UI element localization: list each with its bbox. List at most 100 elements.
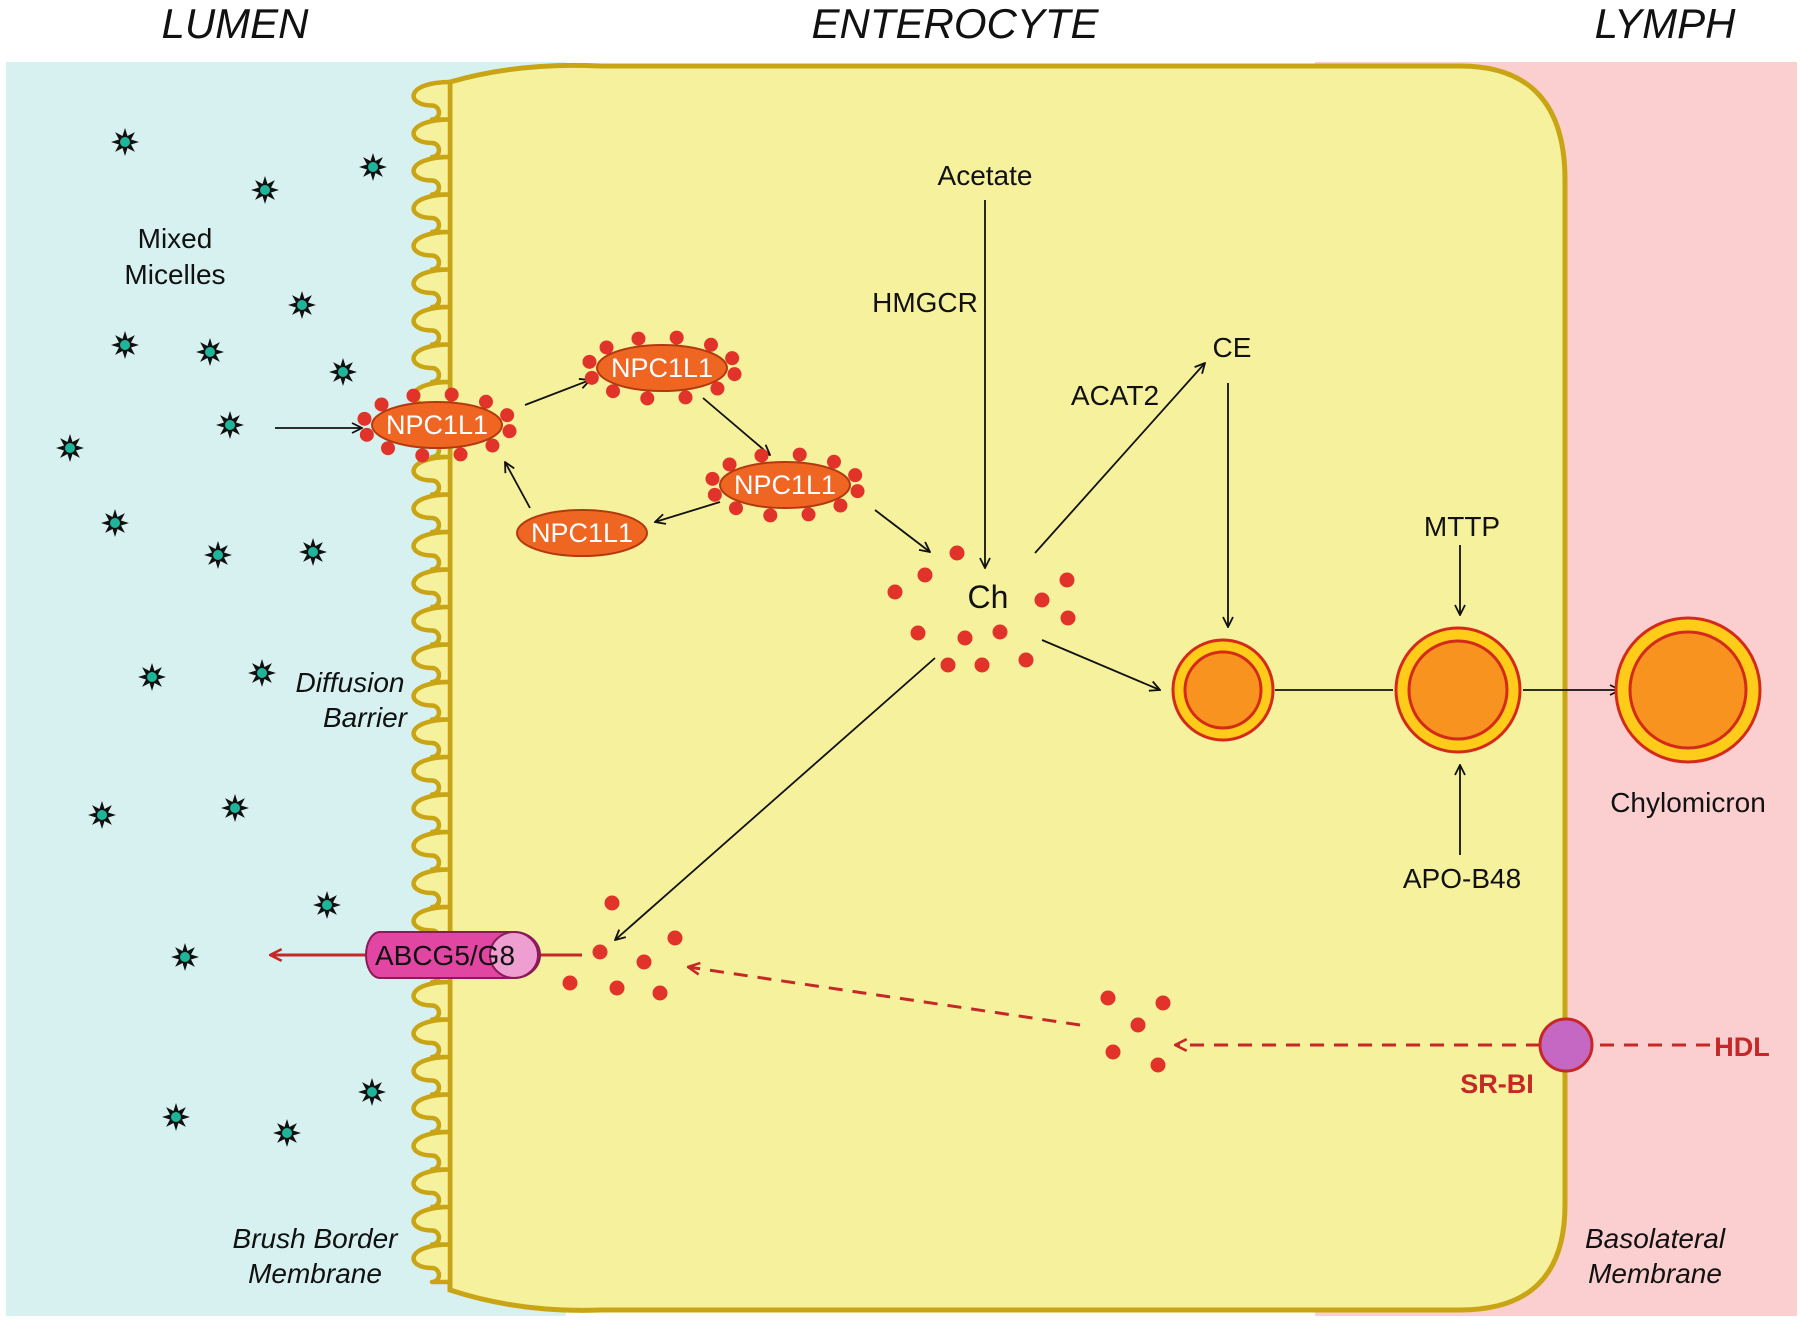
acetate-label: Acetate (938, 160, 1033, 191)
cholesterol-dot (1018, 652, 1034, 668)
npc1l1-vesicle-loaded: NPC1L1 (705, 447, 865, 523)
cholesterol-dot (917, 567, 933, 583)
cholesterol-dot (669, 330, 684, 345)
abcg5g8-label: ABCG5/G8 (375, 940, 515, 971)
basolateral-label-line1: Basolateral (1585, 1223, 1726, 1254)
cholesterol-dot (500, 408, 515, 423)
ce-label: CE (1213, 332, 1252, 363)
cholesterol-dot (1059, 572, 1075, 588)
arrow-npc1l1-d-to-a (505, 462, 531, 509)
micelle-star-center (110, 518, 120, 528)
cholesterol-dot (763, 508, 778, 523)
cholesterol-dot (974, 657, 990, 673)
cholesterol-dot (1034, 592, 1050, 608)
npc1l1-loaded-dots (705, 447, 865, 523)
acat2-label: ACAT2 (1071, 380, 1159, 411)
efflux-arrows (270, 955, 1710, 1045)
npc1l1-label-recycling: NPC1L1 (531, 518, 633, 548)
cholesterol-dot (592, 944, 608, 960)
micelle-star-center (120, 137, 130, 147)
micelle-star-center (368, 162, 378, 172)
cholesterol-dot (801, 507, 816, 522)
cholesterol-dot (359, 427, 374, 442)
cholesterol-dot (754, 448, 769, 463)
micelle-star-center (65, 443, 75, 453)
micelle-star-center (230, 803, 240, 813)
cholesterol-dot (705, 471, 720, 486)
cholesterol-dot (703, 337, 718, 352)
cholesterol-dot (1100, 990, 1116, 1006)
cholesterol-dot (640, 391, 655, 406)
cholesterol-dot (485, 438, 500, 453)
region-label-lymph: LYMPH (1595, 0, 1737, 47)
micelle-star-center (213, 550, 223, 560)
cholesterol-dot (887, 584, 903, 600)
micelle-star-center (282, 1128, 292, 1138)
brush-border-label-line2: Membrane (248, 1258, 382, 1289)
npc1l1-label-upper: NPC1L1 (611, 353, 713, 383)
brush-border-microvilli (411, 79, 453, 1285)
micelle-star-center (308, 547, 318, 557)
basolateral-label-line2: Membrane (1588, 1258, 1722, 1289)
cholesterol-dot (707, 487, 722, 502)
apob48-label: APO-B48 (1403, 863, 1521, 894)
cholesterol-dot (374, 397, 389, 412)
cholesterol-dot (584, 370, 599, 385)
region-label-lumen: LUMEN (161, 0, 309, 47)
micelle-star-center (338, 367, 348, 377)
cholesterol-dot (415, 448, 430, 463)
cholesterol-dot (599, 340, 614, 355)
cholesterol-dot (1130, 1017, 1146, 1033)
cholesterol-dot (604, 895, 620, 911)
npc1l1-label-membrane: NPC1L1 (386, 410, 488, 440)
cholesterol-dot (792, 447, 807, 462)
cholesterol-dot (357, 411, 372, 426)
arrow-npc1l1-c-to-ch (874, 509, 930, 552)
cholesterol-dot (502, 424, 517, 439)
cholesterol-dot (1060, 610, 1076, 626)
ch-label: Ch (968, 579, 1009, 615)
diffusion-barrier-label-line2: Barrier (323, 702, 409, 733)
micelle-star-center (322, 900, 332, 910)
lipoprotein-particle-lipidated (1394, 626, 1522, 754)
cholesterol-dot (957, 630, 973, 646)
region-label-enterocyte: ENTEROCYTE (811, 0, 1099, 47)
arrow-npc1l1-b-to-c (702, 397, 770, 455)
micelle-star-center (120, 340, 130, 350)
hdl-label: HDL (1714, 1032, 1770, 1062)
micelle-star-center (257, 668, 267, 678)
micelle-star-center (171, 1112, 181, 1122)
cholesterol-dot (652, 985, 668, 1001)
cholesterol-dot (710, 381, 725, 396)
cholesterol-dot (381, 441, 396, 456)
diffusion-barrier-label-line1: Diffusion (296, 667, 405, 698)
mttp-label: MTTP (1424, 511, 1500, 542)
abcg5g8-transporter: ABCG5/G8 (365, 931, 541, 979)
npc1l1-recycling: NPC1L1 (516, 509, 648, 557)
micelle-star-center (260, 185, 270, 195)
chylomicron-label: Chylomicron (1610, 787, 1766, 818)
cholesterol-dot (406, 388, 421, 403)
cholesterol-dot (725, 351, 740, 366)
cholesterol-pool-dots (887, 545, 1076, 673)
npc1l1-upper-dots (582, 330, 742, 406)
mixed-micelles-label-line1: Mixed (138, 223, 213, 254)
chylomicron-particle (1614, 616, 1762, 764)
npc1l1-membrane-dots (357, 387, 517, 463)
srbi-receptor (1538, 1017, 1594, 1073)
arrow-npc1l1-c-to-d (655, 501, 721, 522)
micelle-star-center (297, 300, 307, 310)
cholesterol-dot (850, 484, 865, 499)
npc1l1-transporter: NPC1L1 (357, 387, 517, 463)
arrow-ch-to-ce (1034, 363, 1205, 554)
hmgcr-label: HMGCR (872, 287, 978, 318)
efflux-cholesterol-dots (562, 895, 683, 1001)
arrow-ch-to-particle (1041, 639, 1160, 690)
mixed-micelles-label-line2: Micelles (124, 259, 225, 290)
npc1l1-label-loaded: NPC1L1 (734, 470, 836, 500)
arrow-ch-to-efflux-pool (615, 657, 936, 940)
cholesterol-dot (722, 457, 737, 472)
cholesterol-dot (478, 394, 493, 409)
cholesterol-dot (949, 545, 965, 561)
